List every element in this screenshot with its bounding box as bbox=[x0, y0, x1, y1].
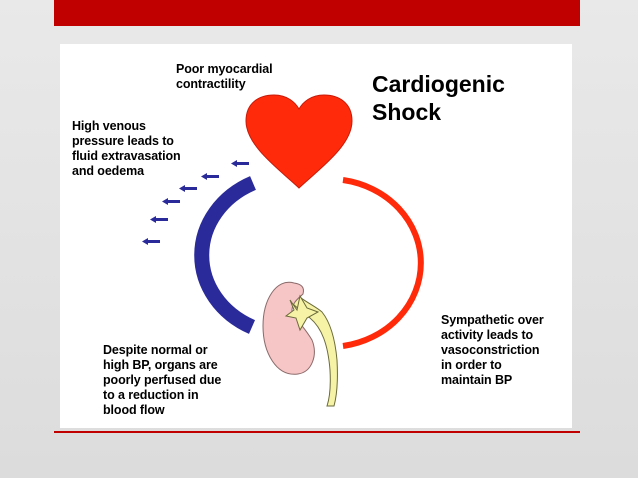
perfusion-label: Despite normal or high BP, organs are po… bbox=[103, 343, 222, 417]
arrow-left-icon bbox=[142, 160, 249, 245]
diagram-title: Cardiogenic Shock bbox=[372, 71, 505, 125]
heart-label: Poor myocardial contractility bbox=[176, 62, 273, 91]
sympathetic-label: Sympathetic over activity leads to vasoc… bbox=[441, 313, 544, 387]
venous-arc bbox=[194, 176, 257, 334]
kidney-icon bbox=[262, 281, 338, 407]
accent-bottom-line bbox=[54, 431, 580, 433]
arterial-arc bbox=[342, 177, 424, 349]
heart-icon bbox=[245, 94, 353, 189]
venous-label: High venous pressure leads to fluid extr… bbox=[72, 119, 181, 178]
accent-top-bar bbox=[54, 0, 580, 26]
